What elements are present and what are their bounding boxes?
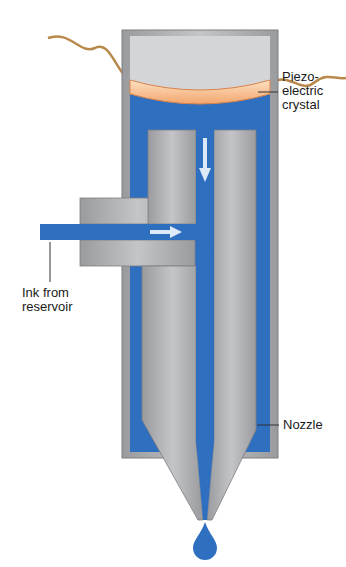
ink-inlet xyxy=(40,224,200,240)
flow-arrow xyxy=(199,168,211,182)
part-label: Nozzle xyxy=(283,418,343,432)
leader-line xyxy=(50,242,51,282)
flow-arrow xyxy=(150,230,172,234)
flow-arrow xyxy=(203,138,207,170)
leader-line xyxy=(257,425,279,426)
part-label: Piezo- electric crystal xyxy=(282,70,342,112)
wire xyxy=(48,36,132,84)
flow-arrow xyxy=(170,226,182,238)
leader-line xyxy=(258,92,278,93)
part-label: Ink from reservoir xyxy=(22,286,102,314)
piezo-crystal xyxy=(130,80,270,104)
nozzle-body xyxy=(142,266,203,520)
nozzle-body xyxy=(148,130,196,224)
ink-drop xyxy=(193,522,217,560)
nozzle-body xyxy=(207,130,256,520)
inlet-wall xyxy=(80,240,195,266)
ink-channel xyxy=(196,120,214,520)
